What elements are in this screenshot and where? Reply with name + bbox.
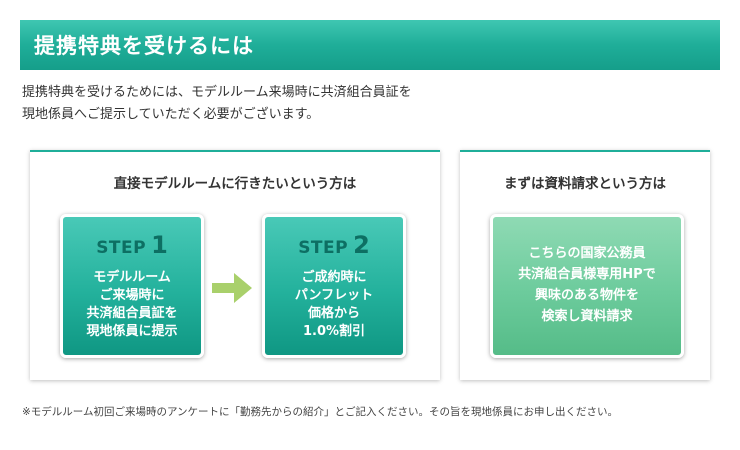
- request-line: 検索し資料請求: [541, 309, 633, 324]
- document-request-button[interactable]: こちらの国家公務員 共済組合員様専用HPで 興味のある物件を 検索し資料請求: [490, 214, 684, 358]
- document-request-panel: まずは資料請求という方は こちらの国家公務員 共済組合員様専用HPで 興味のある…: [460, 150, 710, 380]
- step-1-card: STEP 1 モデルルーム ご来場時に 共済組合員証を 現地係員に提示: [60, 214, 204, 358]
- step-1-word: STEP: [96, 238, 147, 258]
- step-2-number: 2: [353, 231, 370, 259]
- section-header: 提携特典を受けるには: [20, 20, 720, 70]
- step-1-line: 現地係員に提示: [86, 324, 178, 339]
- step-2-line: 1.0%割引: [302, 324, 366, 339]
- intro-text: 提携特典を受けるためには、モデルルーム来場時に共済組合員証を 現地係員へご提示し…: [22, 82, 622, 126]
- footnote: ※モデルルーム初回ご来場時のアンケートに「勤務先からの紹介」とご記入ください。そ…: [22, 406, 619, 418]
- step-1-line: モデルルーム: [93, 270, 171, 285]
- step-1-line: 共済組合員証を: [86, 306, 178, 321]
- section-title: 提携特典を受けるには: [34, 34, 254, 58]
- direct-visit-panel: 直接モデルルームに行きたいという方は STEP 1 モデルルーム ご来場時に 共…: [30, 150, 440, 380]
- step-2-card: STEP 2 ご成約時に パンフレット 価格から 1.0%割引: [262, 214, 406, 358]
- arrow-right-icon: [210, 270, 254, 306]
- step-1-heading: STEP 1: [63, 231, 201, 261]
- request-line: 共済組合員様専用HPで: [518, 267, 656, 282]
- intro-line: 提携特典を受けるためには、モデルルーム来場時に共済組合員証を: [22, 85, 412, 100]
- step-2-word: STEP: [298, 238, 349, 258]
- direct-visit-panel-title: 直接モデルルームに行きたいという方は: [113, 176, 357, 192]
- intro-line: 現地係員へご提示していただく必要がございます。: [22, 107, 320, 122]
- step-1-number: 1: [151, 231, 168, 259]
- step-2-line: パンフレット: [294, 288, 374, 303]
- request-line: こちらの国家公務員: [528, 246, 646, 261]
- request-line: 興味のある物件を: [534, 288, 639, 303]
- step-2-line: 価格から: [307, 306, 360, 321]
- step-2-text: ご成約時に パンフレット 価格から 1.0%割引: [265, 269, 403, 341]
- step-1-line: ご来場時に: [99, 288, 165, 303]
- step-1-text: モデルルーム ご来場時に 共済組合員証を 現地係員に提示: [63, 269, 201, 341]
- step-2-line: ご成約時に: [301, 270, 367, 285]
- step-2-heading: STEP 2: [265, 231, 403, 261]
- document-request-panel-title: まずは資料請求という方は: [504, 176, 666, 192]
